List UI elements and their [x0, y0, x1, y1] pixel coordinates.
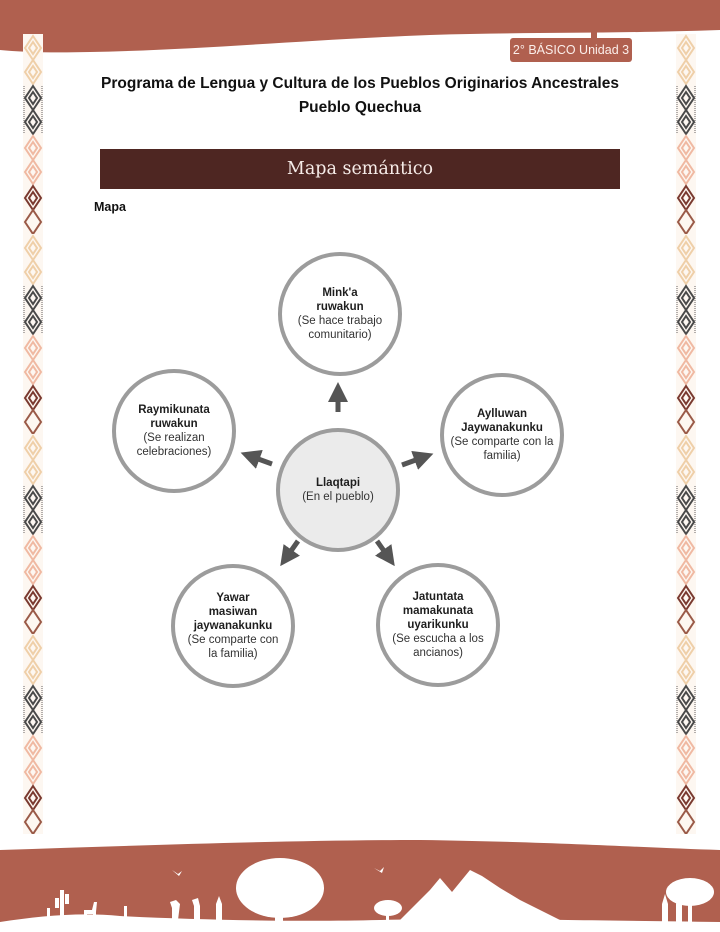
node-desc-line: (Se comparte con [187, 634, 279, 646]
center-name: Llaqtapi [315, 477, 361, 489]
node-name-line: Jatuntata [412, 591, 464, 603]
grade-unit-badge: 2° BÁSICO Unidad 3 [510, 38, 632, 62]
badge-connector [591, 28, 597, 40]
footer-landscape-band [0, 840, 720, 932]
arrow-to-right [401, 451, 434, 470]
node-desc-line: ancianos) [413, 647, 463, 659]
node-desc-line: comunitario) [308, 329, 372, 341]
node-desc-line: (Se escucha a los [392, 633, 484, 645]
map-node-top: Mink'a ruwakun (Se hace trabajo comunita… [278, 252, 402, 376]
header-wave-band [0, 0, 720, 53]
woven-border-left [23, 34, 43, 834]
people-title: Pueblo Quechua [298, 99, 422, 116]
map-subheading: Mapa [94, 200, 126, 214]
woven-border-right [676, 34, 696, 834]
node-name-line: ruwakun [150, 418, 198, 430]
arrow-to-left [240, 450, 273, 469]
node-name-line: uyarikunku [407, 619, 469, 631]
map-node-bottom-left: Yawar masiwan jaywanakunku (Se comparte … [171, 564, 295, 688]
map-node-bottom-right: Jatuntata mamakunata uyarikunku (Se escu… [376, 563, 500, 687]
node-desc-line: (Se hace trabajo [297, 315, 383, 327]
node-name-line: Aylluwan [476, 408, 528, 420]
node-name-line: ruwakun [316, 301, 364, 313]
node-name-line: Yawar [216, 592, 250, 604]
node-desc-line: familia) [483, 450, 521, 462]
node-desc-line: (Se comparte con la [450, 436, 554, 448]
node-name-line: masiwan [208, 606, 258, 618]
node-desc-line: celebraciones) [136, 446, 212, 458]
section-title: Mapa semántico [286, 159, 434, 179]
node-name-line: Mink'a [322, 287, 358, 299]
node-name-line: mamakunata [402, 605, 474, 617]
section-title-bar: Mapa semántico [100, 149, 620, 189]
node-name-line: jaywanakunku [193, 620, 273, 632]
node-name-line: Raymikunata [138, 404, 210, 416]
node-desc-line: la familia) [208, 648, 258, 660]
document-title: Programa de Lengua y Cultura de los Pueb… [60, 72, 660, 120]
map-node-left: Raymikunata ruwakun (Se realizan celebra… [112, 369, 236, 493]
node-desc-line: (Se realizan [143, 432, 205, 444]
map-node-right: Aylluwan Jaywanakunku (Se comparte con l… [440, 373, 564, 497]
arrow-to-bottom-left [280, 539, 301, 567]
map-node-center: Llaqtapi (En el pueblo) [276, 428, 400, 552]
center-desc: (En el pueblo) [302, 491, 374, 503]
node-name-line: Jaywanakunku [461, 422, 543, 434]
program-title: Programa de Lengua y Cultura de los Pueb… [101, 75, 619, 92]
arrow-to-bottom-right [374, 539, 395, 567]
